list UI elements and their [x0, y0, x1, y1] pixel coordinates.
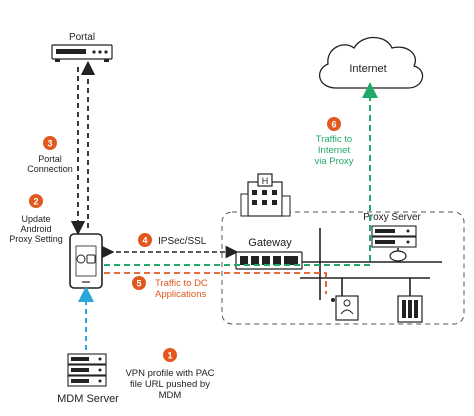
step-5: 5 Traffic to DC Applications [132, 276, 208, 300]
step-1: 1 VPN profile with PAC file URL pushed b… [125, 348, 215, 401]
internet-traffic-path [104, 82, 378, 266]
step-6-badge [327, 117, 341, 131]
step-1-line-2: file URL pushed by [130, 379, 210, 390]
step-3: 3 Portal Connection [27, 136, 73, 174]
svg-text:4: 4 [142, 236, 147, 246]
step-2-badge [29, 194, 43, 208]
step-1-line-1: VPN profile with PAC [125, 368, 214, 379]
mdm-server-node: MDM Server [57, 353, 119, 405]
step-2-line-2: Android [20, 224, 51, 234]
step-6-line-1: Traffic to [316, 134, 352, 145]
svg-text:2: 2 [33, 197, 38, 207]
step-5-line-2: Applications [155, 289, 206, 300]
step-6-line-2: Internet [318, 145, 351, 156]
internet-node: Internet [318, 36, 424, 89]
application-server-icon [331, 295, 359, 321]
proxy-server-node: Proxy Server [363, 212, 422, 262]
step-3-badge [43, 136, 57, 150]
gateway-node: Gateway [235, 237, 303, 270]
gateway-label: Gateway [248, 237, 292, 249]
dc-traffic-path [104, 272, 327, 294]
step-3-line-2: Connection [27, 164, 73, 174]
step-5-line-1: Traffic to DC [155, 278, 208, 289]
svg-text:6: 6 [331, 120, 336, 130]
step-4-badge [138, 233, 152, 247]
svg-text:1: 1 [167, 351, 172, 361]
building-icon: H [240, 173, 291, 217]
step-2-line-1: Update [21, 214, 50, 224]
data-center-region [221, 211, 465, 325]
step-1-line-3: MDM [159, 390, 182, 401]
step-3-line-1: Portal [38, 154, 62, 164]
step-6-line-3: via Proxy [314, 156, 353, 167]
internet-label: Internet [349, 63, 386, 75]
router-icon [389, 250, 407, 262]
step-2: 2 Update Android Proxy Setting [9, 194, 63, 244]
android-phone-icon [69, 233, 103, 289]
svg-text:3: 3 [47, 139, 52, 149]
proxy-server-label: Proxy Server [363, 212, 421, 223]
svg-text:H: H [262, 176, 269, 186]
server-stack-icon [397, 295, 423, 323]
step-4: 4 IPSec/SSL [138, 233, 207, 247]
step-5-badge [132, 276, 146, 290]
step-2-line-3: Proxy Setting [9, 234, 63, 244]
portal-node: Portal [51, 32, 113, 62]
step-4-label: IPSec/SSL [158, 236, 207, 247]
svg-text:5: 5 [136, 279, 141, 289]
step-1-badge [163, 348, 177, 362]
cloud-icon [318, 36, 424, 89]
portal-label: Portal [69, 32, 95, 43]
step-6: 6 Traffic to Internet via Proxy [314, 117, 354, 167]
mdm-server-label: MDM Server [57, 393, 119, 405]
